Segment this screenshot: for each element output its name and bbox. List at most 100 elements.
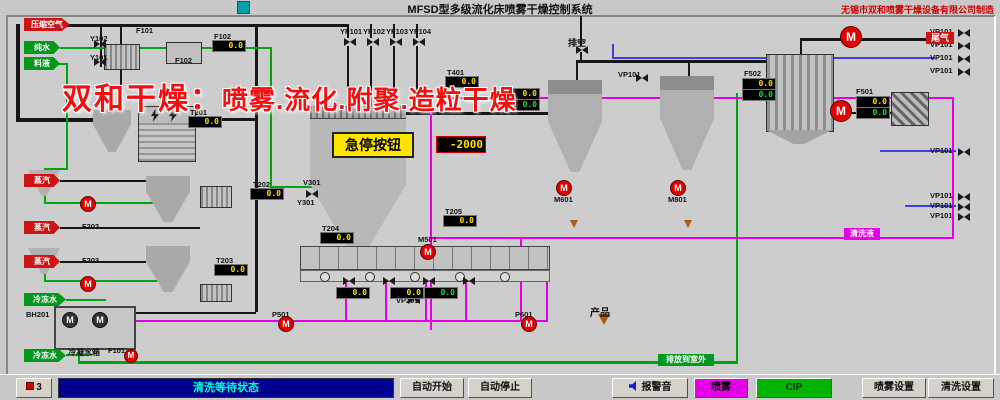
valve-icon[interactable] [636, 74, 648, 82]
tag-label: 排空 [568, 38, 587, 48]
valve-icon[interactable] [390, 38, 402, 46]
valve-icon[interactable] [94, 58, 106, 66]
emergency-stop-button[interactable]: 急停按钮 [332, 132, 414, 158]
pump-icon[interactable]: M [670, 180, 686, 196]
page-button[interactable]: 3 [16, 378, 52, 398]
pipe [430, 98, 432, 330]
pump-icon[interactable]: M [80, 196, 96, 212]
exhaust-filter [891, 92, 929, 126]
flow-label: 清洗液 [844, 228, 880, 240]
air-heater [104, 44, 140, 70]
pipe [576, 60, 578, 82]
tag-label: T202 [253, 180, 271, 189]
spray-settings-button[interactable]: 喷雾设置 [862, 378, 926, 398]
pump-icon[interactable]: M [92, 312, 108, 328]
valve-icon[interactable] [576, 46, 588, 54]
pipe [800, 38, 928, 41]
pipe [393, 46, 395, 108]
tag-label: VP101 [618, 70, 641, 79]
pipe [905, 205, 956, 207]
pump-icon[interactable]: M [278, 316, 294, 332]
clean-settings-button[interactable]: 清洗设置 [928, 378, 994, 398]
manufacturer-text: 无锡市双和喷雾干燥设备有限公司制造 [840, 5, 994, 15]
pipe [736, 93, 738, 361]
valve-icon[interactable] [408, 296, 420, 304]
tag-label: YF102 [363, 27, 386, 36]
value-display: 0.0 [424, 287, 458, 299]
valve-icon[interactable] [958, 203, 970, 211]
tag-label: Y102 [90, 34, 108, 43]
valve-icon[interactable] [94, 40, 106, 48]
valve-icon[interactable] [958, 55, 970, 63]
valve-icon[interactable] [413, 38, 425, 46]
valve-icon[interactable] [958, 148, 970, 156]
pipe [66, 299, 106, 301]
pump-icon[interactable]: M [521, 316, 537, 332]
valve-icon[interactable] [958, 42, 970, 50]
tag-label: F101 [108, 346, 126, 355]
spray-button[interactable]: 喷雾 [694, 378, 748, 398]
pipe [44, 280, 164, 282]
page-title: MFSD型多级流化床喷雾干燥控制系统 [407, 4, 593, 16]
tag-label: VP101 [930, 27, 953, 36]
pipe [370, 24, 372, 38]
pump-icon[interactable]: M [840, 26, 862, 48]
source-label: 冷冻水 [24, 293, 66, 306]
tag-label: F102 [214, 32, 232, 41]
valve-icon[interactable] [958, 213, 970, 221]
tag-label: F202 [82, 222, 100, 231]
tag-label: P501 [272, 310, 290, 319]
pipe [404, 112, 550, 115]
lightning-icon [151, 109, 159, 122]
pipe [120, 66, 122, 112]
valve-icon[interactable] [383, 277, 395, 285]
pipe [130, 312, 256, 314]
tag-label: M801 [668, 195, 687, 204]
page-button-label: 3 [36, 382, 42, 393]
pump-icon[interactable]: M [556, 180, 572, 196]
pipe [66, 63, 68, 170]
tag-label: VP101 [930, 146, 953, 155]
source-label: 压缩空气 [24, 18, 70, 31]
valve-icon[interactable] [463, 277, 475, 285]
pump-icon[interactable]: M [124, 349, 138, 363]
bag-filter [138, 106, 196, 162]
pipe [370, 46, 372, 108]
tag-label: T401 [447, 68, 465, 77]
valve-icon[interactable] [958, 193, 970, 201]
app-icon [237, 1, 250, 14]
pipe [60, 227, 200, 229]
tag-label: Y101 [90, 53, 108, 62]
valve-icon[interactable] [423, 277, 435, 285]
valve-icon[interactable] [343, 277, 355, 285]
cip-button[interactable]: CIP [756, 378, 832, 398]
auto-stop-button[interactable]: 自动停止 [468, 378, 532, 398]
pump-icon[interactable]: M [80, 276, 96, 292]
pipe [880, 150, 956, 152]
tag-label: VP101 [930, 211, 953, 220]
watermark-brand: 双和干燥： [62, 83, 222, 116]
valve-icon[interactable] [367, 38, 379, 46]
pipe [345, 281, 347, 320]
valve-icon[interactable] [958, 68, 970, 76]
pump-icon[interactable]: M [62, 312, 78, 328]
auto-start-button[interactable]: 自动开始 [400, 378, 464, 398]
pipe [132, 320, 546, 322]
pipe [78, 361, 738, 364]
flow-label: 尾气 [926, 32, 954, 44]
pump-icon[interactable]: M [830, 100, 852, 122]
tag-label: F203 [82, 256, 100, 265]
valve-icon[interactable] [344, 38, 356, 46]
pipe [120, 26, 122, 44]
tag-label: VP201 [396, 296, 419, 305]
pipe [255, 24, 258, 312]
alarm-sound-button[interactable]: 报警音 [612, 378, 688, 398]
pipe [347, 24, 349, 38]
pump-icon[interactable]: M [420, 244, 436, 260]
valve-icon[interactable] [958, 29, 970, 37]
valve-icon[interactable] [306, 190, 318, 198]
tag-label: T203 [216, 256, 234, 265]
pipe [430, 237, 952, 239]
pipe [580, 16, 582, 46]
source-label: 纯水 [24, 41, 60, 54]
